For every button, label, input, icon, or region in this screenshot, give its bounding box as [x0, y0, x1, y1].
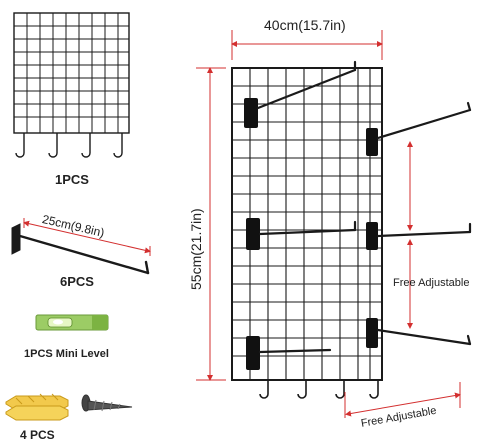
mini-level-label: 1PCS Mini Level [24, 348, 109, 360]
wall-anchors [5, 393, 69, 421]
mini-level [35, 314, 109, 331]
dimension-lines [196, 30, 461, 418]
free-adjustable-vertical-label: Free Adjustable [393, 277, 470, 289]
grid-height-label: 55cm(21.7in) [188, 208, 204, 290]
grid-quantity-label: 1PCS [55, 172, 89, 187]
anchor-quantity-label: 4 PCS [20, 428, 55, 442]
hook-length-dimension [23, 218, 151, 256]
small-grid-panel [13, 12, 130, 158]
grid-width-label: 40cm(15.7in) [264, 17, 346, 33]
large-grid-panel [231, 60, 472, 399]
hook-quantity-label: 6PCS [60, 274, 94, 289]
screw [81, 394, 133, 412]
